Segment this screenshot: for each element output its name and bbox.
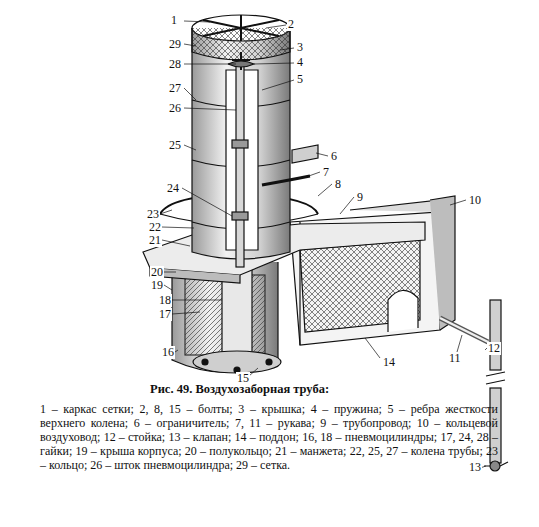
figure-caption: Рис. 49. Воздухозаборная труба:: [150, 382, 329, 397]
callout-number: 10: [468, 194, 482, 207]
callout-number: 9: [356, 191, 364, 204]
callout-number: 23: [146, 208, 160, 221]
callout-number: 5: [296, 73, 304, 86]
callout-number: 22: [148, 221, 162, 234]
callout-number: 3: [296, 41, 304, 54]
callout-number: 4: [296, 56, 304, 69]
callout-number: 25: [168, 139, 182, 152]
callout-number: 1: [170, 14, 178, 27]
parts-key: 1 – каркас сетки; 2, 8, 15 – болты; 3 – …: [40, 402, 498, 472]
callout-number: 13: [468, 461, 482, 474]
callout-number: 7: [322, 166, 330, 179]
callout-number: 18: [158, 294, 172, 307]
callout-number: 17: [158, 308, 172, 321]
callout-number: 12: [487, 342, 501, 355]
callout-number: 27: [168, 82, 182, 95]
callout-number: 16: [161, 346, 175, 359]
callout-number: 6: [330, 150, 338, 163]
callout-number: 20: [150, 266, 164, 279]
callout-number: 24: [166, 182, 180, 195]
callout-number: 14: [382, 356, 396, 369]
callout-number: 21: [148, 234, 162, 247]
callout-number: 26: [168, 102, 182, 115]
callout-number: 11: [448, 352, 462, 365]
callout-number: 8: [334, 178, 342, 191]
callout-number: 29: [168, 38, 182, 51]
callout-number: 2: [287, 18, 295, 31]
callout-number: 28: [168, 58, 182, 71]
callout-number: 19: [150, 279, 164, 292]
